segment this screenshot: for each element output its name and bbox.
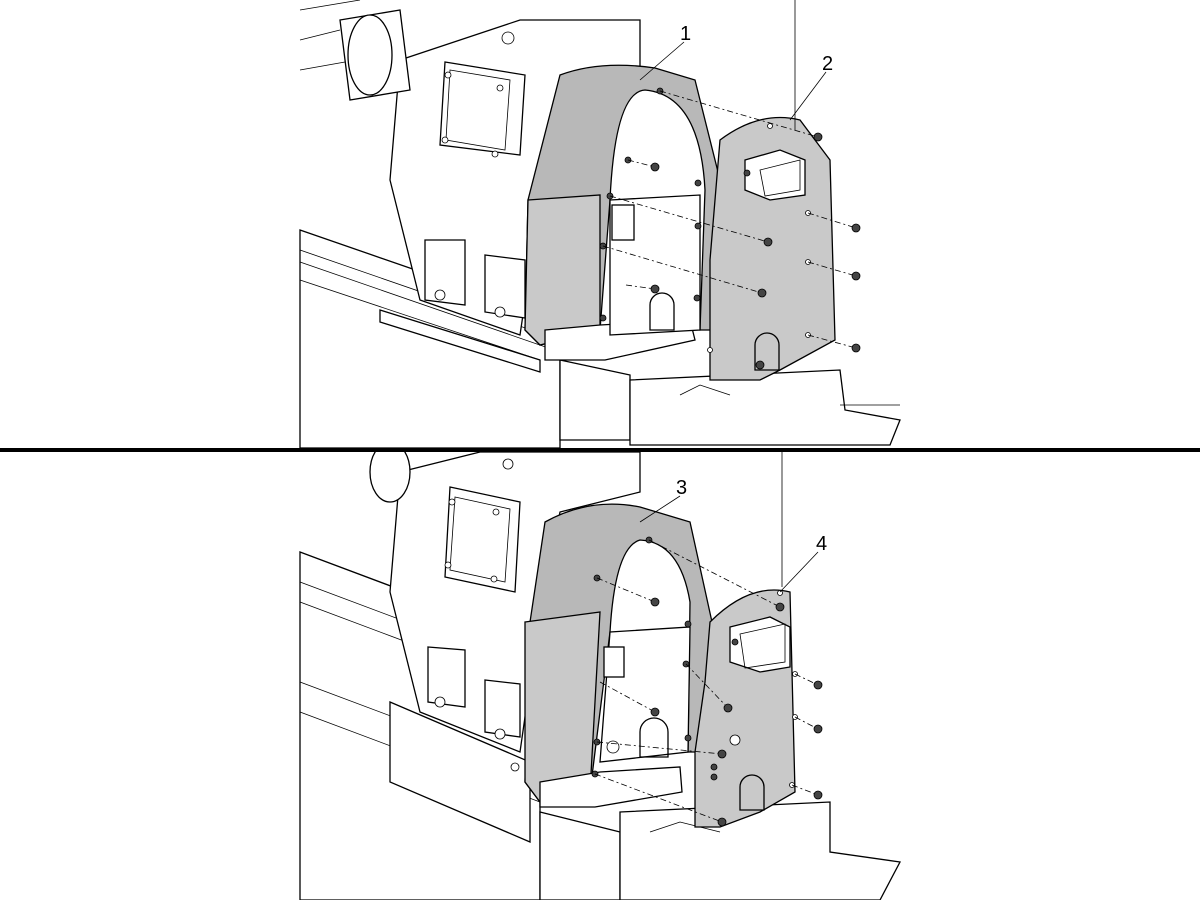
cover-part-3: [524, 503, 713, 808]
plate-part-2: [707, 116, 836, 381]
bottom-assembly-drawing: 3 4: [299, 452, 902, 900]
cover-part-1: [524, 64, 721, 361]
callouts-bottom: 3 4: [639, 477, 827, 593]
top-assembly-drawing: 1 2: [299, 0, 901, 448]
plate-part-4: [694, 589, 798, 828]
base-frame: [299, 229, 901, 448]
callout-1: 1: [680, 23, 691, 45]
panel-divider: [0, 448, 1200, 452]
top-step-panel: 1 2: [0, 0, 1200, 448]
main-housing: [369, 452, 641, 753]
callout-4: 4: [816, 533, 827, 555]
bottom-step-panel: 3 4: [0, 452, 1200, 900]
callouts-top: 1 2: [639, 23, 833, 121]
callout-2: 2: [822, 53, 833, 75]
screws-bottom: [594, 539, 823, 827]
screws-top: [602, 90, 861, 353]
callout-3: 3: [676, 477, 687, 499]
